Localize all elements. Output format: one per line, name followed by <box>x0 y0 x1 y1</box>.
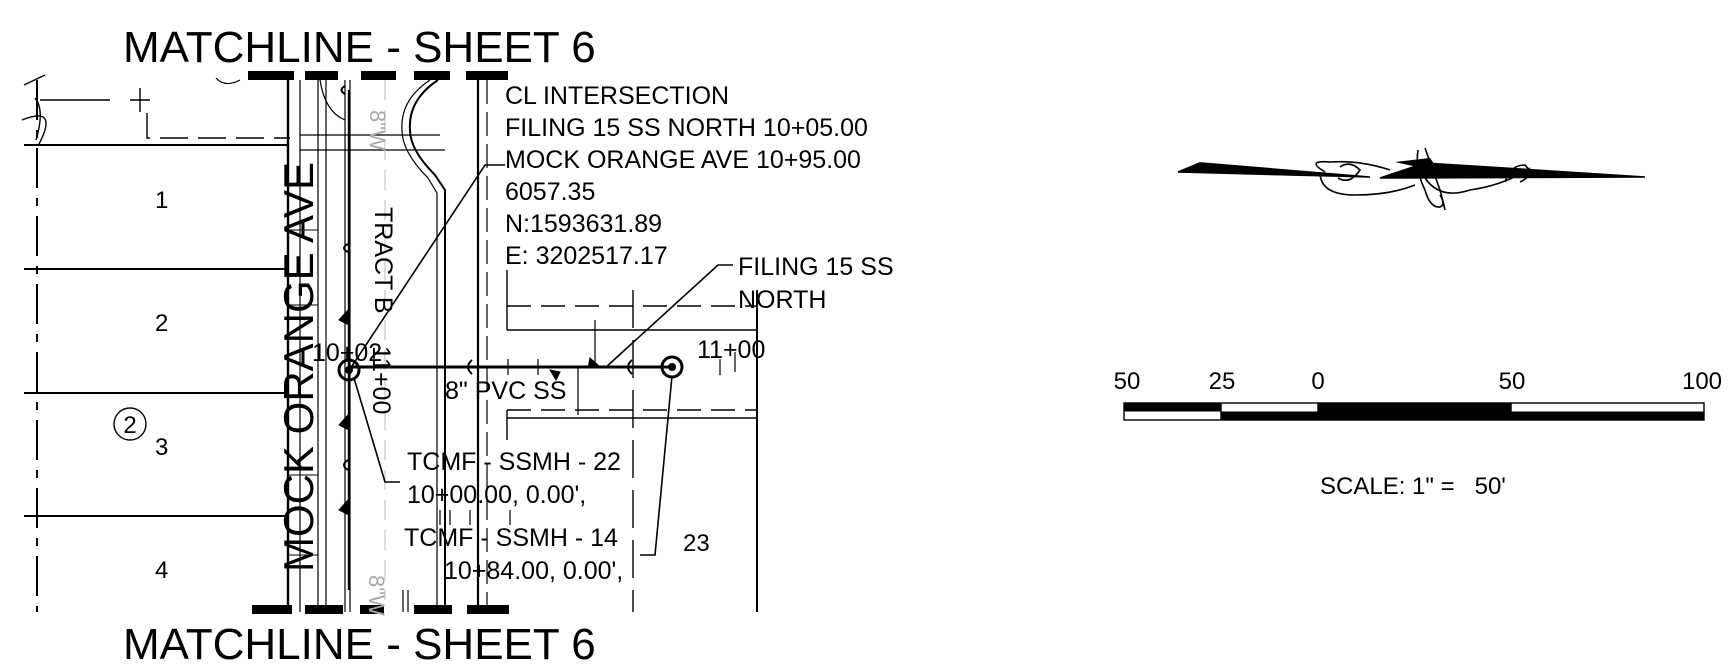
manhole-callout-14: TCMF - SSMH - 14 10+84.00, 0.00', <box>404 524 623 585</box>
tract-label: TRACT B <box>369 207 397 314</box>
scale-bar: 50 25 0 50 100 SCALE: 1" = 50' <box>1114 368 1722 500</box>
station-1100: 11+00 <box>697 336 765 364</box>
scale-tick-0: 0 <box>1311 368 1324 395</box>
filing-line-2: NORTH <box>738 286 826 314</box>
cl-line-5: N:1593631.89 <box>505 210 662 238</box>
north-arrow-icon <box>1177 147 1646 211</box>
street-name: MOCK ORANGE AVE <box>275 162 322 572</box>
manhole-22-station: 10+00.00, 0.00', <box>407 481 586 509</box>
lot-4: 4 <box>155 557 168 584</box>
cl-line-6: E: 3202517.17 <box>505 242 668 270</box>
block-number-marker: 2 <box>113 407 147 441</box>
manhole-22-name: TCMF - SSMH - 22 <box>407 448 621 476</box>
matchline-bar-bottom <box>252 605 509 614</box>
manhole-callout-22: TCMF - SSMH - 22 10+00.00, 0.00', <box>407 448 621 509</box>
lot-3: 3 <box>155 434 168 461</box>
filing-callout: FILING 15 SS NORTH <box>738 253 894 314</box>
scale-tick-100: 100 <box>1682 368 1722 395</box>
cl-line-1: CL INTERSECTION <box>505 82 729 110</box>
manhole-14-name: TCMF - SSMH - 14 <box>404 524 618 552</box>
scale-tick-25: 25 <box>1209 368 1236 395</box>
sewer-pipe <box>338 85 736 590</box>
cl-line-3: MOCK ORANGE AVE 10+95.00 <box>505 146 861 174</box>
manhole-ssmh-22 <box>337 358 361 382</box>
matchline-top: MATCHLINE - SHEET 6 <box>123 23 596 72</box>
leader-lines <box>351 164 733 556</box>
filing-line-1: FILING 15 SS <box>738 253 894 281</box>
manhole-14-station: 10+84.00, 0.00', <box>444 557 623 585</box>
faint-pipe-label-top: 8"W <box>365 110 390 151</box>
station-1002: 10+02 <box>312 339 382 367</box>
tract-boundary <box>402 80 758 612</box>
station-1100-vertical: 11+00 <box>367 346 395 414</box>
matchline-bottom: MATCHLINE - SHEET 6 <box>123 620 596 669</box>
cl-line-2: FILING 15 SS NORTH 10+05.00 <box>505 114 868 142</box>
lot-lines <box>21 74 290 612</box>
matchline-bar-top <box>248 71 508 80</box>
scale-tick-50-left: 50 <box>1114 368 1141 395</box>
faint-pipe-label-bottom: 8"W <box>364 575 389 616</box>
scale-tick-50: 50 <box>1499 368 1526 395</box>
cl-intersection-callout: CL INTERSECTION FILING 15 SS NORTH 10+05… <box>505 82 868 270</box>
cl-line-4: 6057.35 <box>505 178 595 206</box>
scale-text: SCALE: 1" = 50' <box>1320 473 1506 500</box>
block-number: 2 <box>123 412 136 439</box>
lot-2: 2 <box>155 310 168 337</box>
lot-1: 1 <box>155 187 168 214</box>
lot-23: 23 <box>683 530 710 557</box>
pipe-label: 8" PVC SS <box>445 377 566 405</box>
